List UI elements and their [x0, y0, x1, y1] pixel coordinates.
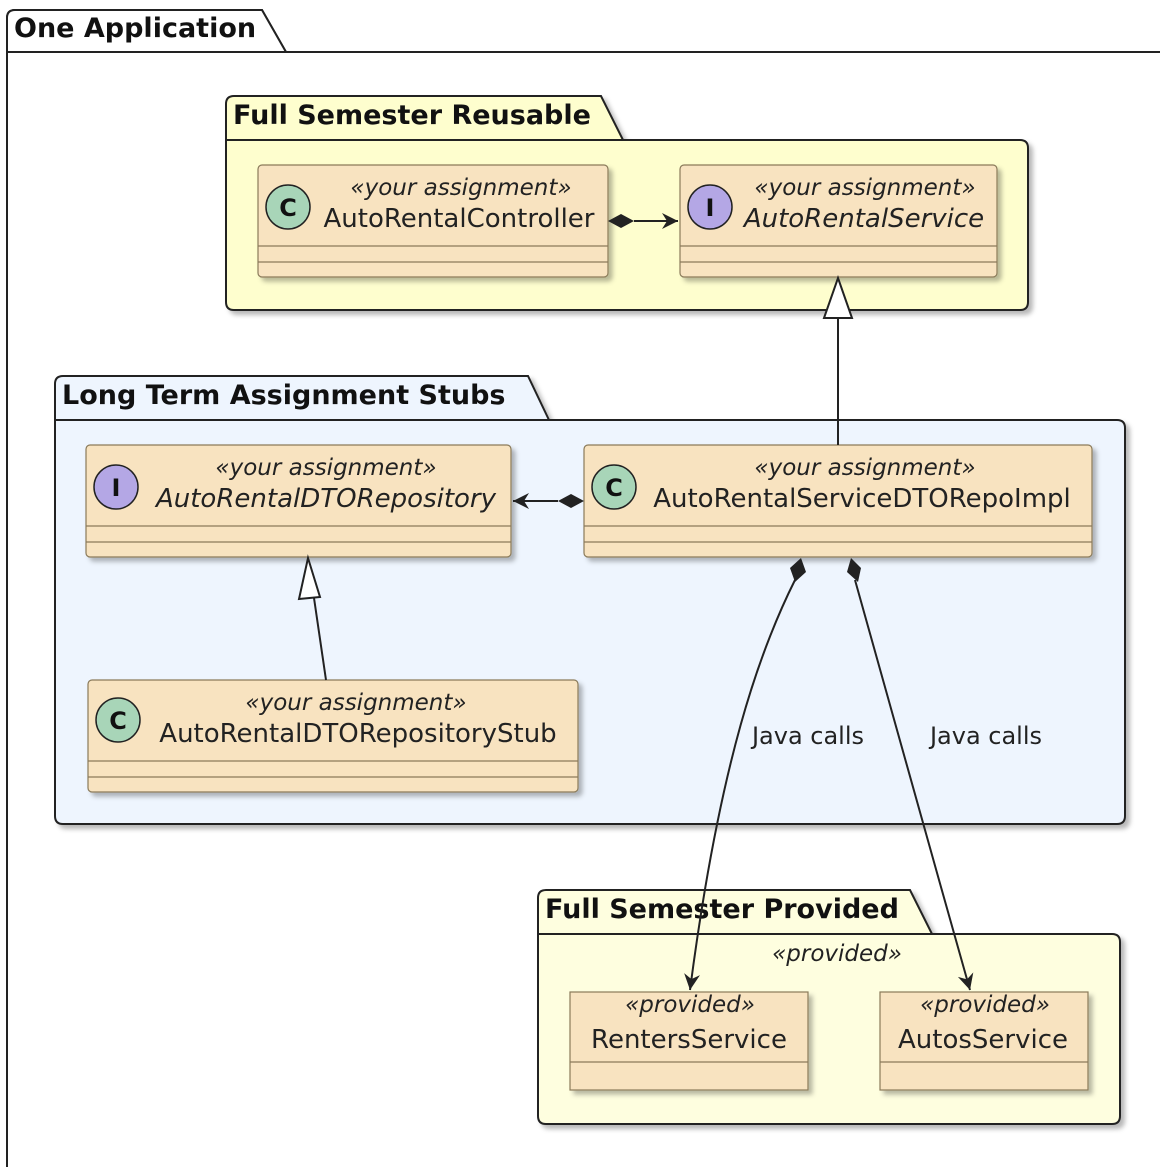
class-stereotype: «provided»: [625, 992, 755, 1018]
package-stereotype: «provided»: [772, 941, 902, 967]
class-name: AutoRentalDTORepository: [154, 484, 497, 514]
class-auto-rental-service-dto-repo-impl[interactable]: C «your assignment» AutoRentalServiceDTO…: [583, 444, 1093, 558]
composition-diamond: [790, 558, 806, 582]
class-icon: [591, 464, 637, 510]
realization-triangle: [822, 274, 854, 319]
edge-java-calls-autos: [847, 558, 974, 991]
class-stereotype: «your assignment»: [754, 455, 975, 481]
class-name: AutoRentalServiceDTORepoImpl: [653, 484, 1071, 514]
edge-stub-realizes-repository: [297, 554, 327, 681]
class-icon-letter: C: [109, 707, 127, 735]
class-icon: [265, 184, 311, 230]
edge-java-calls-renters: [684, 558, 806, 991]
interface-auto-rental-dto-repository[interactable]: I «your assignment» AutoRentalDTOReposit…: [85, 444, 512, 558]
interface-icon: [687, 184, 733, 230]
component-renters-service[interactable]: «provided» RentersService: [569, 991, 809, 1091]
class-auto-rental-controller[interactable]: C «your assignment» AutoRentalController: [257, 164, 609, 278]
class-name: AutoRentalDTORepositoryStub: [159, 719, 556, 749]
edge-impl-repository-composition: [513, 493, 584, 509]
interface-icon: [93, 464, 139, 510]
class-name: AutoRentalService: [742, 204, 984, 234]
package-title: Full Semester Reusable: [233, 100, 591, 131]
edge-controller-service-composition: [608, 213, 678, 229]
edge-impl-realizes-service: [822, 274, 854, 445]
package-title: One Application: [14, 13, 256, 44]
class-stereotype: «your assignment»: [245, 690, 466, 716]
class-stereotype: «your assignment»: [215, 455, 436, 481]
class-name: RentersService: [591, 1025, 787, 1055]
composition-diamond: [847, 558, 861, 582]
class-auto-rental-dto-repository-stub[interactable]: C «your assignment» AutoRentalDTOReposit…: [87, 679, 579, 793]
class-icon: [95, 697, 141, 743]
class-name: AutosService: [898, 1025, 1068, 1055]
component-autos-service[interactable]: «provided» AutosService: [879, 991, 1089, 1091]
interface-icon-letter: I: [706, 194, 715, 222]
edge-label: Java calls: [750, 722, 864, 750]
package-title: Long Term Assignment Stubs: [62, 380, 505, 411]
composition-diamond: [608, 214, 634, 228]
class-stereotype: «your assignment»: [350, 175, 571, 201]
realization-triangle: [297, 554, 322, 601]
class-icon-letter: C: [605, 474, 623, 502]
class-name: AutoRentalController: [324, 204, 595, 234]
class-stereotype: «provided»: [920, 992, 1050, 1018]
package-title: Full Semester Provided: [545, 894, 899, 925]
class-stereotype: «your assignment»: [754, 175, 975, 201]
edge-label: Java calls: [928, 722, 1042, 750]
interface-auto-rental-service[interactable]: I «your assignment» AutoRentalService: [679, 164, 998, 278]
class-icon-letter: C: [279, 194, 297, 222]
interface-icon-letter: I: [112, 474, 121, 502]
package-one-application: One Application: [6, 9, 1160, 1167]
composition-diamond: [558, 494, 584, 508]
